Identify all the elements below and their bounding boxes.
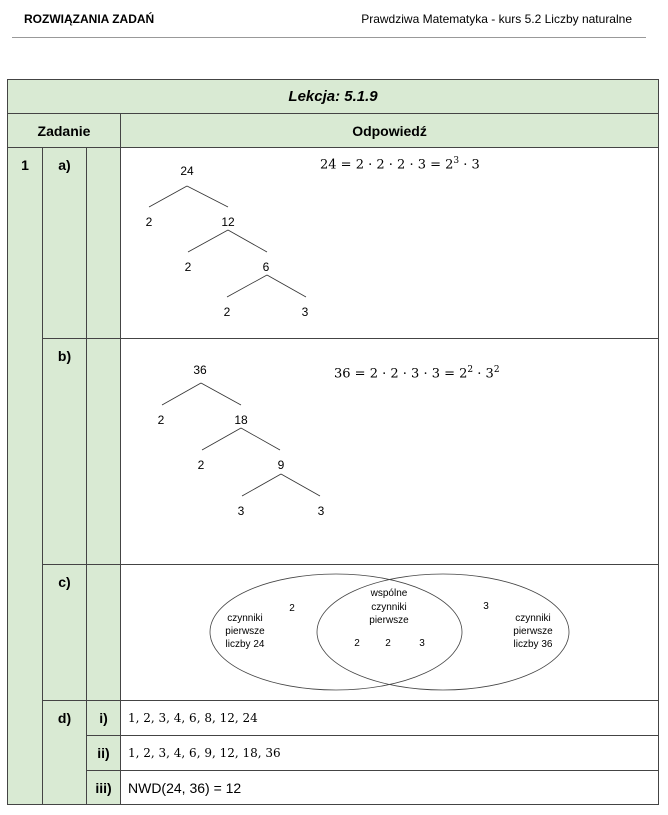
header-course: Prawdziwa Matematyka - kurs 5.2 Liczby n… — [361, 12, 632, 26]
subtask-d-ii-label: ii) — [86, 735, 121, 771]
venn-set-36 — [316, 573, 570, 691]
column-task-header: Zadanie — [7, 113, 121, 148]
factor-tree-24: 24 2 12 2 6 2 3 — [146, 164, 309, 319]
header-divider — [12, 37, 646, 38]
subtask-c-spacer — [86, 564, 121, 701]
venn-left-value: 2 — [289, 603, 295, 614]
tree-node: 2 — [185, 260, 192, 274]
venn-common-value: 3 — [419, 638, 425, 649]
venn-right-title: pierwsze — [513, 626, 553, 637]
venn-common-value: 2 — [354, 638, 360, 649]
venn-right-title: liczby 36 — [514, 639, 553, 650]
subtask-b-answer: 36 2 18 2 9 3 3 36 = 2 · 2 · 3 · 3 = 22 … — [119, 338, 660, 565]
tree-node: 2 — [224, 305, 231, 319]
venn-common-value: 2 — [385, 638, 391, 649]
tree-node: 3 — [318, 504, 325, 518]
subtask-d-label: d) — [42, 700, 87, 805]
venn-left-title: pierwsze — [225, 626, 265, 637]
venn-right-title: czynniki — [515, 613, 551, 624]
subtask-c-label: c) — [42, 564, 87, 701]
tree-node: 3 — [238, 504, 245, 518]
venn-common-title: wspólne — [370, 588, 408, 599]
header-title: ROZWIĄZANIA ZADAŃ — [24, 12, 155, 26]
venn-common-title: czynniki — [371, 602, 407, 613]
divisors-36: 1, 2, 3, 4, 6, 9, 12, 18, 36 — [119, 735, 660, 771]
venn-set-24 — [209, 573, 463, 691]
tree-node: 2 — [198, 458, 205, 472]
subtask-a-answer: 24 2 12 2 6 2 3 24 = 2 · 2 · 2 · 3 = 23 … — [119, 147, 660, 339]
subtask-a-label: a) — [42, 147, 87, 339]
tree-node: 2 — [158, 413, 165, 427]
subtask-d-iii-label: iii) — [86, 770, 121, 805]
tree-node: 3 — [302, 305, 309, 319]
tree-node: 6 — [263, 260, 270, 274]
tree-node: 24 — [180, 164, 194, 178]
task-number: 1 — [7, 147, 43, 805]
subtask-d-i-label: i) — [86, 700, 121, 736]
subtask-a-spacer — [86, 147, 121, 339]
column-answer-header: Odpowiedź — [119, 113, 660, 148]
venn-left-title: liczby 24 — [226, 639, 265, 650]
venn-left-title: czynniki — [227, 613, 263, 624]
tree-node: 9 — [278, 458, 285, 472]
subtask-b-spacer — [86, 338, 121, 565]
tree-node: 36 — [193, 363, 207, 377]
subtask-c-answer: czynniki pierwsze liczby 24 czynniki pie… — [119, 564, 660, 701]
venn-right-value: 3 — [483, 601, 489, 612]
venn-diagram: czynniki pierwsze liczby 24 czynniki pie… — [209, 573, 570, 691]
solutions-table: Lekcja: 5.1.9 Zadanie Odpowiedź 1 a) 24 … — [6, 79, 660, 805]
gcd-result: NWD(24, 36) = 12 — [119, 770, 660, 805]
tree-node: 2 — [146, 215, 153, 229]
formula-24: 24 = 2 · 2 · 2 · 3 = 23 · 3 — [320, 156, 480, 173]
lesson-title: Lekcja: 5.1.9 — [6, 79, 660, 114]
subtask-b-label: b) — [42, 338, 87, 565]
tree-node: 12 — [221, 215, 235, 229]
formula-36: 36 = 2 · 2 · 3 · 3 = 22 · 32 — [334, 365, 500, 382]
divisors-24: 1, 2, 3, 4, 6, 8, 12, 24 — [119, 700, 660, 736]
venn-common-title: pierwsze — [369, 615, 409, 626]
tree-node: 18 — [234, 413, 248, 427]
factor-tree-36: 36 2 18 2 9 3 3 — [158, 363, 325, 518]
